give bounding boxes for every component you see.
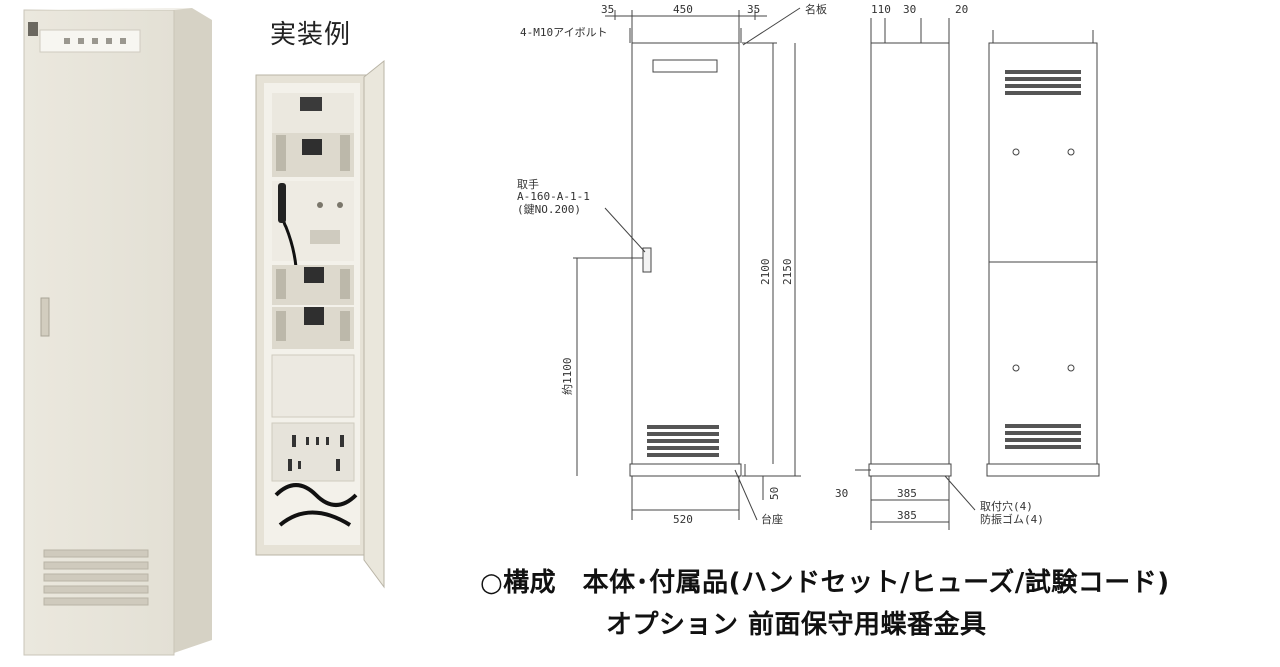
back-view-body xyxy=(988,42,1098,465)
name-plate-outline xyxy=(652,59,718,73)
handle-label-2: A-160-A-1-1 xyxy=(517,190,590,203)
name-plate-marks xyxy=(64,38,126,44)
back-vent-top xyxy=(1005,70,1081,95)
front-vent xyxy=(647,425,719,457)
bolt-label: 4-M10アイボルト xyxy=(520,26,608,39)
caption-line-2: オプション 前面保守用蝶番金具 xyxy=(606,610,987,640)
cabinet-side-panel xyxy=(168,8,212,655)
base-label: 台座 xyxy=(761,512,783,526)
dim-front-right: 35 xyxy=(747,3,760,16)
relay-unit xyxy=(300,97,322,111)
height-total: 2150 xyxy=(781,259,794,286)
relay-unit xyxy=(302,139,322,155)
seal-label-1: 取付穴(4) xyxy=(980,499,1033,513)
dim-front-width: 450 xyxy=(673,3,693,16)
seal-label-2: 防振ゴム(4) xyxy=(980,512,1044,526)
closed-cabinet-photo xyxy=(23,8,212,656)
cable-bundle xyxy=(274,483,358,507)
handle-label-3: (鍵NO.200) xyxy=(517,202,581,216)
caption-line-1: ○構成 本体･付属品(ハンドセット/ヒューズ/試験コード) xyxy=(480,568,1170,598)
dim-side-3: 20 xyxy=(955,3,968,16)
width-total: 520 xyxy=(673,513,693,526)
dim-front-left: 35 xyxy=(601,3,614,16)
height-handle: 約1100 xyxy=(560,358,574,396)
base-height: 50 xyxy=(768,487,781,500)
back-vent-bottom xyxy=(1005,424,1081,449)
open-cabinet-photo xyxy=(255,59,385,589)
name-plate xyxy=(39,29,141,53)
handset xyxy=(278,183,286,223)
dim-side-2: 30 xyxy=(903,3,916,16)
name-plate-label: 名板 xyxy=(805,2,827,16)
side-view-body xyxy=(870,42,950,465)
door-handle xyxy=(40,297,50,337)
side-width-2: 385 xyxy=(897,509,917,522)
technical-drawing: 35 450 35 4-M10アイボルト 名板 取手 A-160-A-1-1 (… xyxy=(517,2,1100,530)
dim-side-1: 110 xyxy=(871,3,891,16)
handle-label-1: 取手 xyxy=(517,177,539,191)
dim-side-bottom-left: 30 xyxy=(835,487,848,500)
vent-louvers xyxy=(43,549,149,606)
side-width-1: 385 xyxy=(897,487,917,500)
open-door xyxy=(363,59,385,589)
height-body: 2100 xyxy=(759,259,772,286)
example-label: 実装例 xyxy=(270,20,352,50)
